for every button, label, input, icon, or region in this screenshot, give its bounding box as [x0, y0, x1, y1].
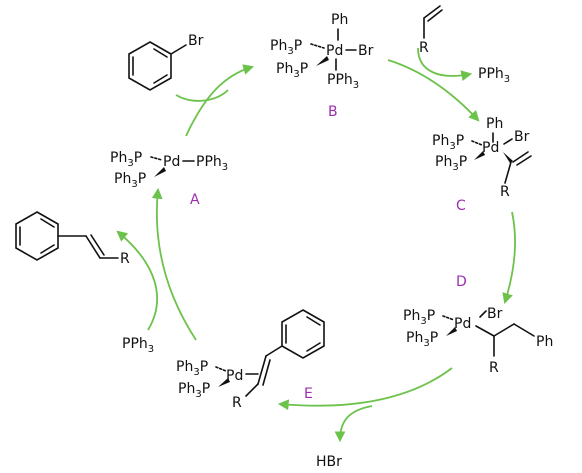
alkene-r-text: R [419, 40, 429, 56]
b-l1-p: P [294, 38, 302, 54]
step-label-c: C [456, 198, 466, 214]
step-label-d: D [456, 274, 467, 290]
a-l3-pph: PPh [196, 154, 222, 170]
svg-text:PPh3: PPh3 [196, 154, 228, 173]
pph3-top-sub: 3 [504, 74, 510, 85]
b-bottom-sub: 3 [353, 80, 359, 91]
d-l1-sub: 3 [420, 316, 426, 327]
c-l2-p: P [459, 154, 467, 170]
bromobenzene: Br [128, 33, 204, 91]
svg-text:Ph3P: Ph3P [403, 308, 435, 327]
c-l1-p: P [456, 133, 464, 149]
b-l2-sub: 3 [293, 69, 299, 80]
complex-d: Br Ph3P Pd Ph3P Ph R [403, 306, 553, 376]
svg-text:Ph3P: Ph3P [435, 154, 467, 173]
pph3-released-top: PPh3 [478, 66, 510, 85]
pph3-entering: PPh3 [122, 336, 154, 355]
d-pd: Pd [454, 316, 471, 332]
svg-text:Ph3P: Ph3P [176, 359, 208, 378]
arrow-a-to-b [185, 64, 255, 137]
pph3-left-text: PPh [122, 336, 148, 352]
cycle-arrows [116, 47, 516, 443]
arrow-d-to-e [277, 367, 453, 411]
a-l2-p: P [138, 171, 146, 187]
arrow-arbr-entering [175, 89, 229, 102]
arrow-b-to-c [387, 59, 480, 122]
svg-text:PPh3: PPh3 [327, 72, 359, 91]
svg-text:Ph3P: Ph3P [110, 150, 142, 169]
c-l1-sub: 3 [449, 141, 455, 152]
e-l2-sub: 3 [195, 389, 201, 400]
pph3-top-text: PPh [478, 66, 504, 82]
d-l2-p: P [430, 330, 438, 346]
arrow-alkene-in-pph3-out [417, 47, 473, 81]
b-bottom-pph: PPh [327, 72, 353, 88]
svg-text:Ph3P: Ph3P [406, 330, 438, 349]
d-br: Br [487, 306, 503, 322]
d-r: R [489, 360, 499, 376]
a-pd: Pd [163, 154, 180, 170]
c-l2-ph: Ph [435, 154, 452, 170]
d-l1-ph: Ph [403, 308, 420, 324]
product-r: R [120, 251, 130, 267]
e-l1-ph: Ph [176, 359, 193, 375]
b-pd: Pd [326, 43, 343, 59]
d-l1-p: P [427, 308, 435, 324]
arrow-e-to-a [151, 187, 197, 341]
complex-b: Ph Ph3P Pd Br Ph3P PPh3 [270, 12, 374, 91]
c-pd: Pd [482, 140, 499, 156]
b-l2-ph: Ph [276, 61, 293, 77]
complex-a: Ph3P Pd PPh3 Ph3P [110, 150, 228, 190]
b-l1-ph: Ph [270, 38, 287, 54]
c-l1-ph: Ph [432, 133, 449, 149]
complex-e: Ph3P Pd Ph3P R [176, 309, 325, 411]
svg-text:Ph3P: Ph3P [270, 38, 302, 57]
svg-text:Ph3P: Ph3P [276, 61, 308, 80]
b-l1-sub: 3 [287, 46, 293, 57]
a-l3-sub: 3 [222, 162, 228, 173]
pph3-left-sub: 3 [148, 344, 154, 355]
bromobenzene-br-text: Br [188, 33, 204, 49]
alkene-reagent: R [419, 5, 443, 56]
e-pd: Pd [226, 368, 243, 384]
product-styrene: R [15, 211, 130, 267]
b-top-ph: Ph [331, 12, 348, 28]
a-l1-sub: 3 [127, 158, 133, 169]
svg-text:PPh3: PPh3 [478, 66, 510, 85]
svg-text:PPh3: PPh3 [122, 336, 154, 355]
step-label-a: A [190, 192, 200, 208]
step-label-e: E [304, 386, 313, 402]
a-l1-ph: Ph [110, 150, 127, 166]
complex-c: Ph Br Ph3P Pd Ph3P R [432, 116, 532, 200]
svg-text:Ph3P: Ph3P [114, 171, 146, 190]
svg-text:Ph3P: Ph3P [432, 133, 464, 152]
arrow-pph3-in-product-out [116, 230, 159, 331]
arrow-hbr-out [334, 405, 373, 443]
e-l1-sub: 3 [193, 367, 199, 378]
step-labels: A B C D E [190, 104, 467, 402]
a-l2-sub: 3 [131, 179, 137, 190]
d-ph: Ph [536, 334, 553, 350]
d-l2-sub: 3 [423, 338, 429, 349]
e-l2-ph: Ph [178, 381, 195, 397]
c-top-ph: Ph [486, 116, 503, 132]
a-l2-ph: Ph [114, 171, 131, 187]
e-l1-p: P [200, 359, 208, 375]
svg-text:Ph3P: Ph3P [178, 381, 210, 400]
b-br: Br [358, 43, 374, 59]
c-r: R [500, 184, 510, 200]
hbr-byproduct: HBr [316, 454, 342, 470]
e-l2-p: P [202, 381, 210, 397]
c-l2-sub: 3 [452, 162, 458, 173]
step-label-b: B [328, 104, 338, 120]
e-r: R [232, 395, 242, 411]
a-l1-p: P [134, 150, 142, 166]
c-br: Br [514, 129, 530, 145]
hbr-text: HBr [316, 454, 342, 470]
d-l2-ph: Ph [406, 330, 423, 346]
arrow-c-to-d [502, 211, 516, 305]
b-l2-p: P [300, 61, 308, 77]
